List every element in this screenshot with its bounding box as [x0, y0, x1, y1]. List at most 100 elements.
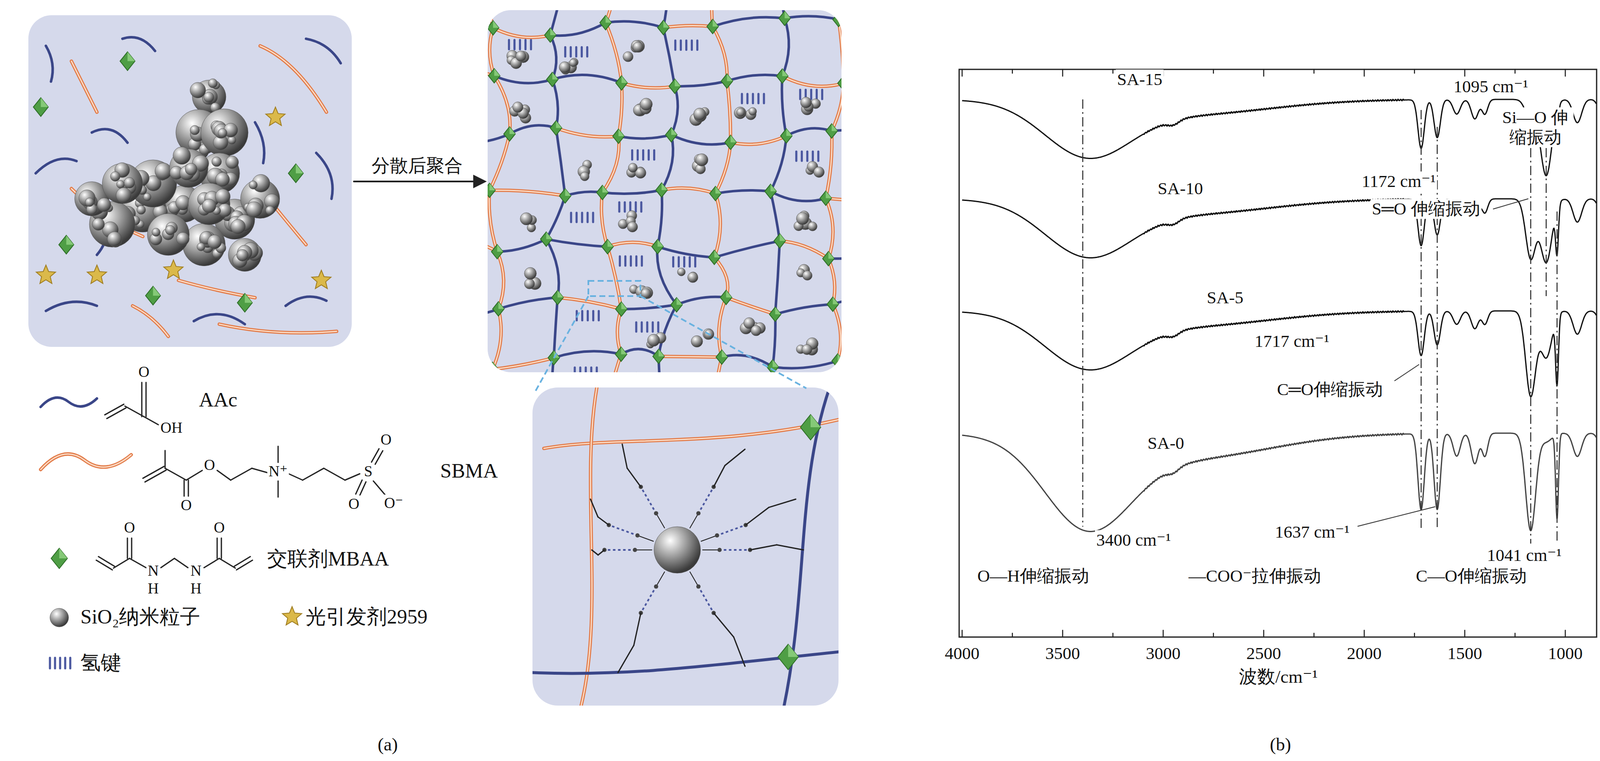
aac-chain — [552, 74, 622, 83]
aac-chain — [546, 239, 559, 298]
sbma-chain — [71, 61, 97, 113]
hydrogen-bond — [800, 151, 803, 161]
crosslinker-highlight — [509, 126, 516, 135]
silica-sphere — [208, 78, 218, 89]
aac-chain — [657, 246, 677, 305]
aac-chain — [772, 361, 838, 369]
bond-line — [288, 474, 303, 481]
sbma-chain-core — [825, 131, 833, 199]
legend-text: 交联剂MBAA — [265, 547, 391, 571]
hydrogen-bond-sample — [59, 658, 62, 669]
hydrogen-bond — [575, 212, 578, 223]
atom-label: O — [122, 519, 137, 537]
hydrogen-bond-sample — [64, 658, 67, 669]
sbma-chain-core — [489, 190, 498, 252]
crosslinker-diamond — [655, 182, 668, 198]
zoom-inset — [532, 387, 839, 707]
silica-sphere — [677, 267, 686, 276]
axis-tick — [1012, 633, 1014, 638]
silica-sphere — [691, 335, 703, 348]
aac-chain — [770, 191, 826, 202]
crosslinker-diamond — [237, 293, 253, 313]
bond-line — [98, 557, 115, 567]
peak-marker-line — [1556, 211, 1558, 544]
aac-chain — [658, 305, 677, 357]
sbma-chain — [40, 454, 132, 470]
crosslinker-highlight — [605, 15, 612, 23]
hydrogen-bond — [821, 89, 824, 100]
aac-chain — [40, 397, 97, 408]
silica-sphere — [227, 136, 236, 145]
axis-tick — [1414, 633, 1416, 638]
hydrogen-bond — [690, 40, 693, 50]
crosslinker-diamond — [652, 349, 665, 364]
hydrogen-bond — [597, 311, 600, 321]
atom-label: N — [189, 562, 203, 580]
crosslinker-diamond — [774, 234, 786, 249]
silica-sphere — [248, 180, 258, 190]
hydrogen-bond — [513, 40, 516, 50]
crosslinker-highlight — [828, 251, 835, 259]
ftir-spectrum — [962, 99, 1597, 177]
sbma-chain-core — [497, 251, 504, 309]
crosslinker-highlight — [556, 121, 563, 129]
silica-sphere — [693, 107, 707, 121]
crosslinker-diamond — [764, 184, 777, 199]
crosslinker-diamond — [724, 135, 737, 150]
hydrogen-bond — [810, 89, 813, 100]
crosslinker-diamond — [551, 290, 564, 305]
sbma-chain-core — [605, 22, 622, 84]
plot-frame — [959, 69, 1597, 638]
sbma-chain-core — [602, 136, 619, 193]
crosslinker-highlight — [730, 135, 737, 143]
band-label: S═O 伸缩振动 — [1370, 198, 1482, 219]
zoom-leader — [534, 296, 589, 394]
hydrogen-bond — [595, 367, 598, 373]
crosslinker-highlight — [721, 350, 728, 358]
hydrogen-bond — [524, 40, 527, 50]
aac-chain — [556, 128, 566, 197]
hydrogen-bond-sample — [49, 658, 52, 669]
panel-label: (a) — [376, 734, 400, 756]
ftir-spectrum — [962, 433, 1597, 532]
tick-label: 1000 — [1546, 643, 1584, 664]
sbma-chain — [557, 297, 621, 309]
bond-line — [187, 480, 190, 497]
bond-line — [251, 468, 269, 474]
silica-sphere — [200, 108, 249, 157]
bond-line — [216, 538, 218, 559]
crosslinker-highlight — [492, 362, 499, 370]
sbma-chain — [493, 27, 551, 38]
legend-text: SBMA — [438, 459, 500, 483]
hydrogen-bond — [751, 93, 754, 104]
aac-chain — [674, 81, 727, 87]
aac-chain — [663, 27, 675, 87]
sbma-chain-core — [556, 128, 619, 138]
crosslinker-highlight — [784, 11, 791, 19]
bond-line — [143, 466, 165, 479]
silica-sphere — [190, 125, 200, 136]
crosslinker-diamond — [819, 191, 832, 206]
silica-sphere — [147, 213, 190, 256]
crosslinker-highlight — [837, 353, 842, 362]
hydrogen-bond — [762, 93, 765, 104]
sbma-chain — [494, 75, 511, 135]
hydrogen-bond — [688, 257, 691, 267]
axis-tick — [1012, 69, 1014, 74]
silica-sphere — [107, 231, 122, 247]
crosslinker-diamond — [540, 231, 552, 247]
crosslinker-diamond — [721, 74, 733, 89]
aac-chain — [786, 128, 832, 136]
silica-sphere — [695, 153, 708, 166]
sbma-chain-core — [712, 26, 728, 82]
crosslinker-diamond — [559, 188, 572, 204]
axis-tick — [1112, 69, 1114, 74]
tick-label: 2000 — [1345, 643, 1383, 664]
sbma-chain — [725, 297, 776, 315]
aac-chain — [770, 135, 787, 192]
si-o-bond — [700, 536, 715, 542]
axis-tick — [1313, 633, 1315, 638]
crosslinker-diamond — [33, 97, 49, 117]
crosslinker-highlight — [621, 302, 628, 310]
bond-line — [104, 404, 125, 416]
